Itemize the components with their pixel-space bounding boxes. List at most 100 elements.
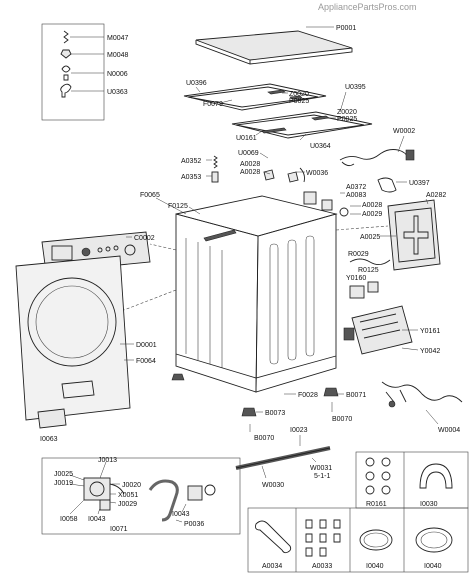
clip-part-n0006[interactable]	[61, 65, 71, 81]
wrench-a0034[interactable]	[255, 520, 292, 554]
label-a0033: A0033	[312, 563, 332, 570]
label-a0352: A0352	[181, 158, 201, 165]
label-w0036: W0036	[306, 170, 328, 177]
label-a0034: A0034	[262, 563, 282, 570]
clip-part-m0047[interactable]	[63, 30, 69, 44]
label-y0161: Y0161	[420, 328, 440, 335]
label-i0023: I0023	[290, 427, 308, 434]
top-cover[interactable]	[195, 30, 353, 65]
label-f0064: F0064	[136, 358, 156, 365]
label-j0029: J0029	[118, 501, 137, 508]
label-u0395: U0395	[345, 84, 366, 91]
label-b0071: B0071	[346, 392, 366, 399]
clip-part-m0048[interactable]	[60, 49, 72, 59]
bracket-a0028[interactable]	[263, 169, 299, 183]
top-panel-frame[interactable]	[183, 83, 327, 111]
label-b0073: B0073	[265, 410, 285, 417]
label-a0029: A0029	[362, 211, 382, 218]
cabinet-body[interactable]	[175, 195, 338, 393]
small-parts-inset	[41, 23, 105, 121]
pump-assembly-inset	[41, 457, 241, 535]
label-a0025: A0025	[360, 234, 380, 241]
label-y0160: Y0160	[346, 275, 366, 282]
clip-part-u0363[interactable]	[60, 83, 72, 98]
pump-hose-bend[interactable]	[148, 479, 216, 522]
label-r0125: R0125	[358, 267, 379, 274]
front-panel-door[interactable]	[15, 255, 131, 421]
label-b0070-a: B0070	[254, 435, 274, 442]
label-f0065: F0065	[140, 192, 160, 199]
accessories-inset	[247, 451, 469, 573]
label-i0043-a: I0043	[172, 511, 190, 518]
label-a0353: A0353	[181, 174, 201, 181]
spring-a0352[interactable]	[213, 155, 218, 169]
watermark-text: AppliancePartsPros.com	[318, 2, 417, 12]
label-a0372: A0372	[346, 184, 366, 191]
label-f0125: F0125	[168, 203, 188, 210]
power-cord-harness[interactable]	[339, 149, 415, 167]
damper-a0353[interactable]	[211, 171, 219, 183]
label-i0043-b: I0043	[88, 516, 106, 523]
filter-cover-i0063[interactable]	[37, 408, 67, 429]
label-x0051: X0051	[118, 492, 138, 499]
drain-pump[interactable]	[83, 477, 125, 511]
hose-guide-i0030[interactable]	[419, 463, 453, 489]
door-gasket-a0282[interactable]	[387, 199, 441, 271]
label-a0028-c: A0028	[362, 202, 382, 209]
caps-r0161[interactable]	[365, 457, 391, 495]
label-m0048: M0048	[107, 52, 129, 59]
label-p0025-b: P0025	[337, 116, 357, 123]
valve-w0036[interactable]	[299, 167, 305, 183]
label-a0083: A0083	[346, 192, 366, 199]
label-j0013: J0013	[98, 457, 117, 464]
label-m0047: M0047	[107, 35, 129, 42]
label-u0069: U0069	[238, 150, 259, 157]
bolts-a0033[interactable]	[305, 519, 341, 557]
label-w0031: W0031	[310, 465, 332, 472]
label-a0028-a: A0028	[240, 161, 260, 168]
label-d0001: D0001	[136, 342, 157, 349]
label-z0020-a: Z0020	[289, 91, 309, 98]
label-n0006: N0006	[107, 71, 128, 78]
label-r0161: R0161	[366, 501, 387, 508]
label-b0070-b: B0070	[332, 416, 352, 423]
label-a0028-b: A0028	[240, 169, 260, 176]
label-f0079: F0079	[203, 101, 223, 108]
inlet-hose-i0040-b[interactable]	[415, 527, 453, 553]
dashed-leader-cabinet-to-panel	[149, 243, 177, 251]
label-u0396: U0396	[186, 80, 207, 87]
label-u0363: U0363	[107, 89, 128, 96]
label-z0020-b: Z0020	[337, 109, 357, 116]
label-p0001: P0001	[336, 25, 356, 32]
label-p0036: P0036	[184, 521, 204, 528]
label-a0282: A0282	[426, 192, 446, 199]
label-u0397: U0397	[409, 180, 430, 187]
label-f0028: F0028	[298, 392, 318, 399]
dispenser-drawer[interactable]	[343, 305, 413, 355]
hose-u0397[interactable]	[377, 177, 397, 193]
label-j0025: J0025	[54, 471, 73, 478]
wiring-harness-w0004[interactable]	[381, 381, 463, 408]
motor-bracket-parts[interactable]	[303, 191, 349, 217]
label-w0004: W0004	[438, 427, 460, 434]
label-i0071: I0071	[110, 526, 128, 533]
label-i0030: I0030	[420, 501, 438, 508]
label-w0002: W0002	[393, 128, 415, 135]
drain-hose-w0030[interactable]	[235, 446, 331, 470]
label-c0002: C0002	[134, 235, 155, 242]
label-w0031-sub: 5-1-1	[314, 473, 330, 480]
label-i0058: I0058	[60, 516, 78, 523]
label-y0042: Y0042	[420, 348, 440, 355]
label-w0030: W0030	[262, 482, 284, 489]
label-i0040-a: I0040	[366, 563, 384, 570]
leveling-feet[interactable]	[171, 373, 339, 417]
wire-harness-r0029[interactable]	[349, 258, 391, 299]
dashed-leader-cabinet-to-seal	[335, 225, 389, 231]
label-p0025-a: P0025	[289, 98, 309, 105]
label-u0161: U0161	[236, 135, 257, 142]
label-i0040-b: I0040	[424, 563, 442, 570]
label-r0029: R0029	[348, 251, 369, 258]
label-j0020: J0020	[122, 482, 141, 489]
inlet-hose-i0040-a[interactable]	[359, 529, 393, 551]
